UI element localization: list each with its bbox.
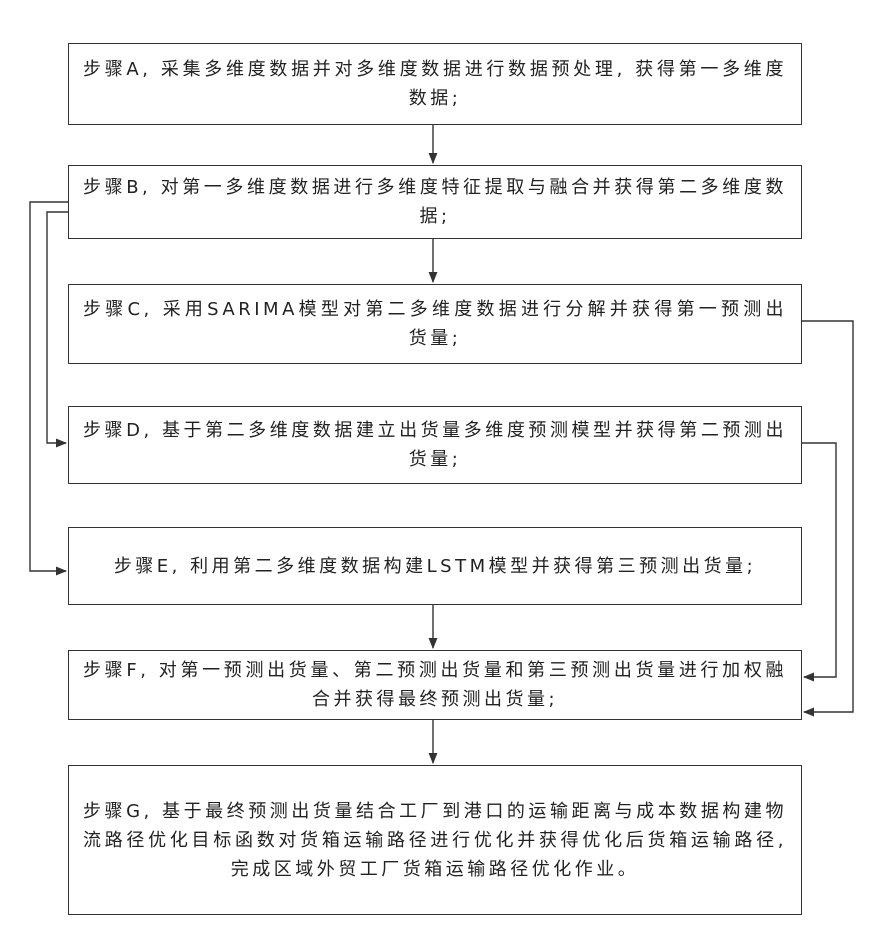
arrow-b-to-d xyxy=(47,212,68,443)
arrow-d-to-f xyxy=(802,443,836,677)
arrow-c-to-f xyxy=(802,321,853,712)
arrow-b-to-e xyxy=(30,202,68,571)
